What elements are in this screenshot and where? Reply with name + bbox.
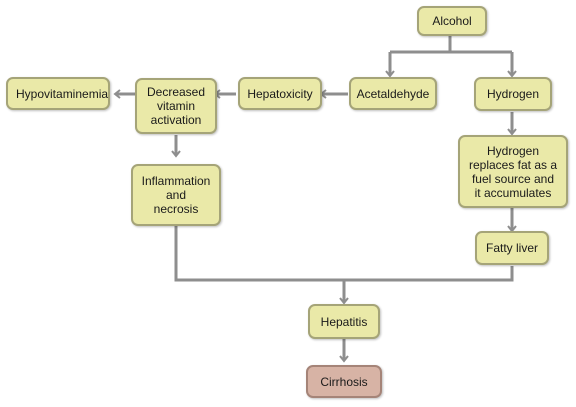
- fatty-liver-box: Fatty liver: [475, 231, 549, 265]
- hydrogen-box: Hydrogen: [474, 77, 552, 111]
- connector-inflammation-merge: [174, 225, 514, 282]
- alcohol-label: Alcohol: [432, 14, 472, 28]
- alcohol-box: Alcohol: [417, 6, 487, 36]
- inflammation-necrosis-label: Inflammation and necrosis: [141, 174, 211, 216]
- fatty-liver-label: Fatty liver: [485, 241, 538, 255]
- hypovitaminemia-label: Hypovitaminemia: [16, 86, 109, 101]
- hepatitis-label: Hepatitis: [320, 314, 368, 329]
- hepatotoxicity-box: Hepatoxicity: [238, 77, 322, 110]
- hepatitis-box: Hepatitis: [308, 304, 380, 339]
- decreased-vitamin-activation-box: Decreased vitamin activation: [135, 78, 217, 134]
- connector-alcohol-branch: [390, 35, 512, 54]
- cirrhosis-box: Cirrhosis: [306, 365, 382, 398]
- inflammation-necrosis-box: Inflammation and necrosis: [131, 164, 221, 226]
- acetaldehyde-label: Acetaldehyde: [356, 86, 430, 101]
- hydrogen-label: Hydrogen: [486, 87, 540, 101]
- cirrhosis-label: Cirrhosis: [320, 374, 368, 389]
- decreased-vitamin-activation-label: Decreased vitamin activation: [146, 85, 206, 127]
- hydrogen-replaces-fat-box: Hydrogen replaces fat as a fuel source a…: [458, 135, 568, 208]
- acetaldehyde-box: Acetaldehyde: [349, 77, 437, 110]
- hydrogen-replaces-fat-label: Hydrogen replaces fat as a fuel source a…: [468, 143, 558, 200]
- hepatotoxicity-label: Hepatoxicity: [247, 86, 313, 101]
- hypovitaminemia-box: Hypovitaminemia: [6, 77, 110, 110]
